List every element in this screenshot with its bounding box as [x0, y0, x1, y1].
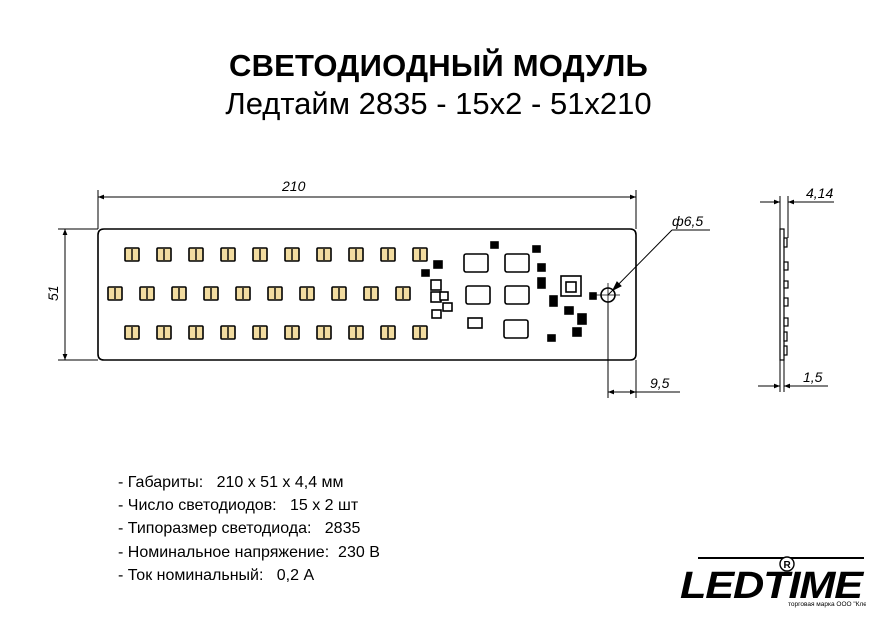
- spec-label: - Число светодиодов:: [118, 497, 277, 515]
- registered-mark: [779, 556, 795, 572]
- logo-text: LEDTIME: [680, 565, 865, 607]
- spec-value: 2835: [324, 520, 361, 538]
- spec-label: - Габариты:: [118, 474, 204, 491]
- spec-value: 210 x 51 x 4,4 мм: [216, 474, 344, 491]
- spec-row: - Ток номинальный: 0,2 А: [118, 564, 380, 587]
- spec-row: - Номинальное напряжение: 230 В: [118, 541, 380, 564]
- hole-diameter-label: ф6,5: [672, 213, 703, 229]
- board-outline: [97, 228, 637, 361]
- drawing-subtitle: Ледтайм 2835 - 15x2 - 51x210: [225, 86, 652, 121]
- logo-tagline: торговая марка ООО "Клейтон": [788, 600, 866, 608]
- registered-letter: R: [784, 560, 792, 571]
- spec-label: - Ток номинальный:: [118, 566, 264, 584]
- driver-components: [421, 241, 597, 342]
- spec-label: - Типоразмер светодиода:: [118, 520, 312, 538]
- dimension-length-label: 210: [281, 178, 306, 194]
- ledtime-logo: LEDTIME R торговая марка ООО "Клейтон": [680, 556, 866, 608]
- spec-row: - Число светодиодов: 15 x 2 шт: [118, 494, 380, 517]
- spec-value: 15 x 2 шт: [289, 497, 359, 515]
- board-thickness-label: 1,5: [803, 369, 823, 385]
- dimension-length: [97, 190, 637, 229]
- spec-value: 0,2 А: [276, 566, 315, 584]
- drawing-title: СВЕТОДИОДНЫЙ МОДУЛЬ: [228, 48, 649, 83]
- dimension-thickness-total: [760, 196, 834, 238]
- thickness-total-label: 4,14: [806, 185, 833, 201]
- spec-row: - Типоразмер светодиода: 2835: [118, 517, 380, 540]
- dimension-hole-offset: [607, 302, 680, 398]
- dimension-board-thickness: [758, 360, 828, 392]
- spec-row: - Габариты: 210 x 51 x 4,4 мм: [118, 471, 380, 494]
- dimension-width: [58, 228, 98, 361]
- spec-label: - Номинальное напряжение:: [118, 543, 330, 561]
- spec-list: - Габариты: 210 x 51 x 4,4 мм - Число св…: [118, 471, 380, 587]
- side-view: [779, 228, 789, 361]
- dimension-width-label: 51: [45, 285, 61, 301]
- led-array: [107, 247, 428, 340]
- spec-value: 230 В: [338, 543, 380, 561]
- dimension-hole-offset-label: 9,5: [650, 375, 670, 391]
- hole-leader: [607, 229, 710, 296]
